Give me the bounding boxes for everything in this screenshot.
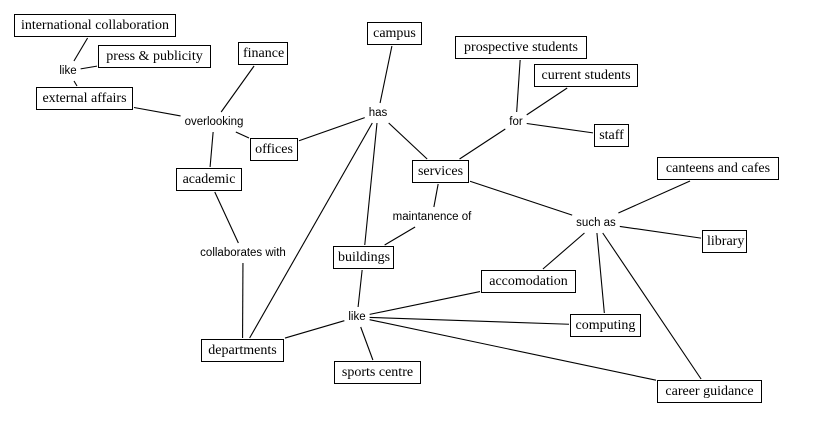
concept-prospective-students[interactable]: prospective students [455,36,587,59]
link-such-as[interactable]: such as [575,216,617,230]
connector-such-as-to-canteens-and-cafes [618,180,691,214]
link-collaborates-with[interactable]: collaborates with [199,246,287,260]
concept-campus[interactable]: campus [367,22,422,45]
concept-services[interactable]: services [412,160,469,183]
link-for[interactable]: for [508,115,524,129]
connector-like-2-to-accomodation [369,291,481,315]
concept-library[interactable]: library [702,230,747,253]
connector-has-to-services [388,122,428,160]
connector-like-2-to-computing [369,316,570,325]
connector-has-to-departments [249,122,373,339]
concept-finance[interactable]: finance [238,42,288,65]
connector-for-to-prospective-students [516,59,521,113]
concept-career-guidance[interactable]: career guidance [657,380,762,403]
connector-services-to-maintanence-of [433,183,439,208]
concept-buildings[interactable]: buildings [333,246,394,269]
connector-services-to-such-as [469,180,573,216]
connector-for-to-staff [526,122,594,134]
connector-campus-to-has [379,45,393,104]
link-has[interactable]: has [367,106,389,120]
connector-academic-to-collaborates-with [214,191,239,244]
concept-academic[interactable]: academic [176,168,242,191]
concept-current-students[interactable]: current students [534,64,638,87]
connector-for-to-current-students [526,87,568,116]
concept-press-publicity[interactable]: press & publicity [98,45,211,68]
concept-external-affairs[interactable]: external affairs [36,87,133,110]
connector-such-as-to-library [619,225,702,239]
link-maintanence-of[interactable]: maintanence of [391,210,473,224]
concept-staff[interactable]: staff [594,124,629,147]
concept-offices[interactable]: offices [250,138,298,161]
connector-like-2-to-departments [284,320,345,339]
connector-like-1-to-external-affairs [73,80,78,87]
concept-accomodation[interactable]: accomodation [481,270,576,293]
connector-overlooking-to-finance [220,65,255,113]
link-like-external[interactable]: like [58,64,78,78]
connector-has-to-buildings [364,122,378,246]
connector-buildings-to-like-2 [357,269,363,308]
link-overlooking[interactable]: overlooking [183,115,245,129]
connector-like-2-to-sports-centre [360,326,374,361]
connector-such-as-to-accomodation [542,232,585,270]
connector-such-as-to-computing [596,232,605,314]
concept-sports-centre[interactable]: sports centre [334,361,421,384]
connector-press-publicity-to-like-1 [80,65,98,70]
concept-international-collaboration[interactable]: international collaboration [14,14,176,37]
connector-has-to-offices [298,117,365,142]
connector-international-collaboration-to-like-1 [73,37,89,62]
connector-maintanence-of-to-buildings [384,226,416,246]
connector-external-affairs-to-overlooking [133,106,181,117]
concept-canteens-and-cafes[interactable]: canteens and cafes [657,157,779,180]
connector-such-as-to-career-guidance [602,232,702,380]
connector-overlooking-to-offices [235,131,250,139]
connector-services-to-for [459,128,506,160]
connector-overlooking-to-academic [209,131,214,168]
concept-departments[interactable]: departments [201,339,284,362]
connector-like-2-to-career-guidance [369,319,657,381]
concept-computing[interactable]: computing [570,314,641,337]
link-like-buildings[interactable]: like [347,310,367,324]
